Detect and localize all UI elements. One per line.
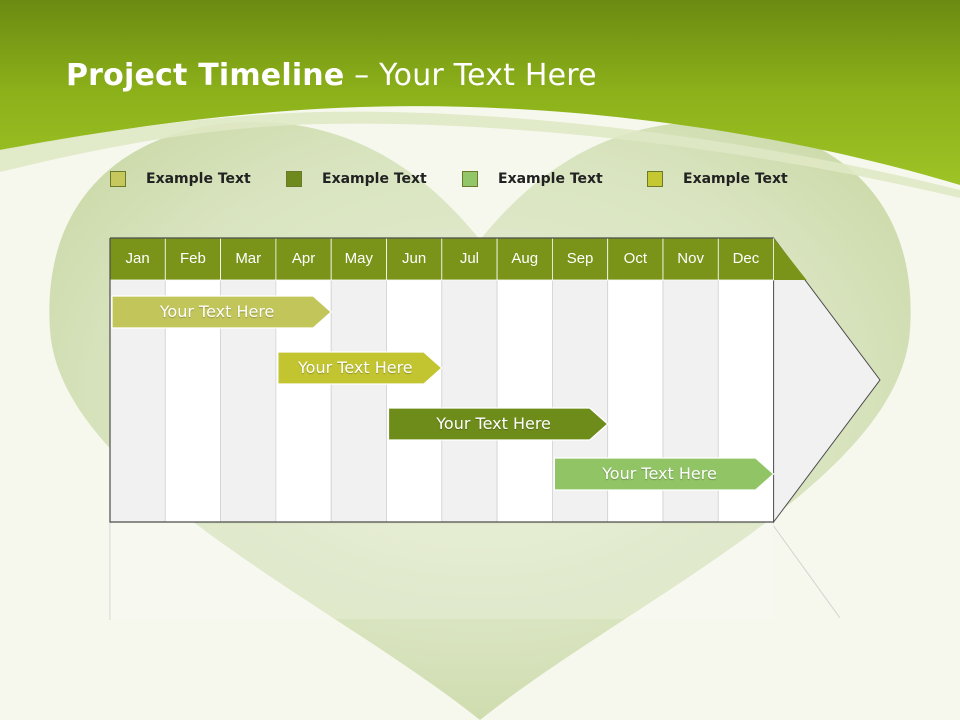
legend-swatch-4 — [647, 171, 663, 187]
month-label-aug: Aug — [511, 250, 539, 267]
month-label-jun: Jun — [402, 250, 427, 267]
month-label-jul: Jul — [459, 250, 480, 267]
legend-item-3: Example Text — [462, 171, 603, 187]
month-label-dec: Dec — [732, 250, 760, 267]
legend-label-3: Example Text — [498, 171, 603, 187]
header-band — [0, 0, 960, 185]
title-bold: Project Timeline — [66, 58, 345, 93]
month-label-mar: Mar — [235, 250, 262, 267]
legend-label-1: Example Text — [146, 171, 251, 187]
month-label-apr: Apr — [291, 250, 316, 267]
legend-item-2: Example Text — [286, 171, 427, 187]
month-label-sep: Sep — [566, 250, 594, 267]
task-bar-label-2: Your Text Here — [298, 358, 413, 377]
legend-label-2: Example Text — [322, 171, 427, 187]
legend-swatch-3 — [462, 171, 478, 187]
month-label-oct: Oct — [623, 250, 647, 267]
legend-item-4: Example Text — [647, 171, 788, 187]
month-label-feb: Feb — [180, 250, 206, 267]
header-swoosh — [0, 111, 960, 198]
title-rest: – Your Text Here — [344, 58, 597, 93]
task-bar-label-4: Your Text Here — [602, 464, 717, 483]
task-bar-label-3: Your Text Here — [436, 414, 551, 433]
legend-label-4: Example Text — [683, 171, 788, 187]
legend-swatch-2 — [286, 171, 302, 187]
page-title: Project Timeline – Your Text Here — [66, 58, 597, 93]
legend-item-1: Example Text — [110, 171, 251, 187]
month-label-nov: Nov — [677, 250, 704, 267]
month-label-jan: Jan — [125, 250, 150, 267]
month-label-may: May — [344, 250, 373, 267]
legend-swatch-1 — [110, 171, 126, 187]
task-bar-label-1: Your Text Here — [159, 302, 275, 321]
